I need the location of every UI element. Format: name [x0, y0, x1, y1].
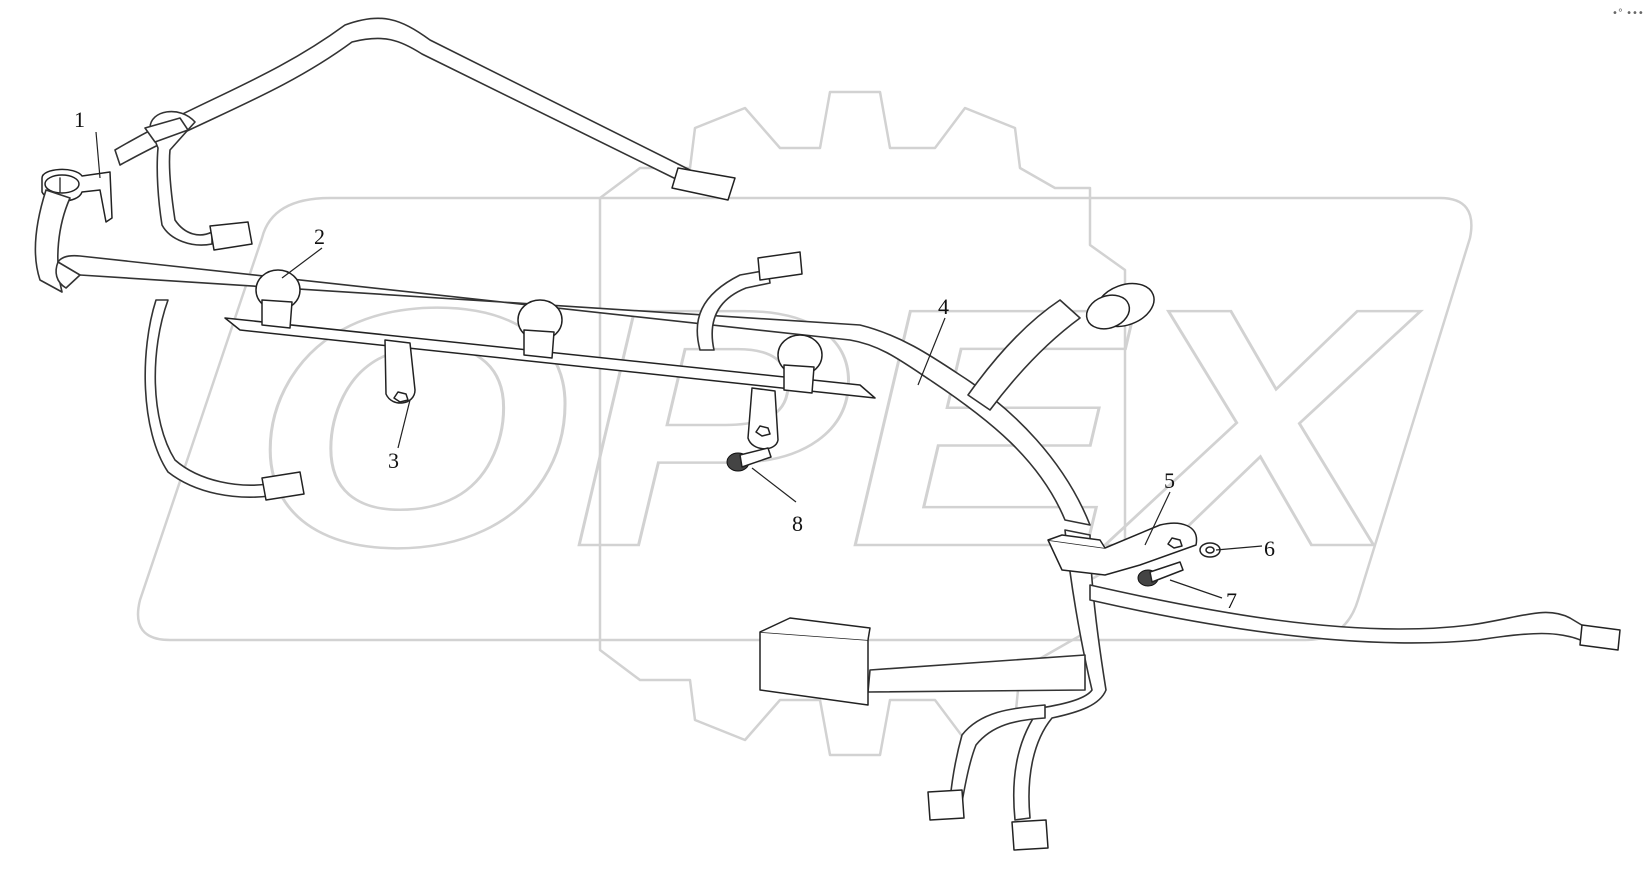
leader-3 [397, 399, 411, 449]
bottom-connector-b [1011, 819, 1049, 851]
lower-left-connector [261, 471, 305, 501]
leader-1 [95, 131, 101, 179]
callout-4: 4 [938, 294, 949, 319]
bottom-connector-a [927, 789, 965, 821]
callout-1: 1 [74, 107, 85, 132]
upper-branch-wire [114, 17, 736, 201]
left-loop-wire [144, 110, 253, 251]
leader-6 [1215, 545, 1263, 551]
callout-3: 3 [388, 448, 399, 473]
center-branch-connector [757, 251, 803, 281]
bolt-8 [726, 447, 772, 472]
callout-5: 5 [1164, 468, 1175, 493]
watermark: OPEX [136, 90, 1473, 757]
leader-2 [281, 247, 323, 279]
washer-6 [1199, 542, 1221, 558]
bracket-5 [1047, 522, 1198, 576]
callouts: 1 2 3 4 5 6 7 8 [74, 107, 1275, 613]
callout-7: 7 [1226, 588, 1237, 613]
main-trunk [34, 189, 1155, 526]
leader-7 [1169, 579, 1223, 599]
clamp-2 [255, 269, 823, 394]
corner-mark: •° ••• [1612, 8, 1644, 19]
callout-6: 6 [1264, 536, 1275, 561]
clip-1 [41, 168, 113, 223]
right-connector [1579, 624, 1621, 651]
callout-8: 8 [792, 511, 803, 536]
lower-trunk [759, 529, 1621, 851]
leader-5 [1144, 491, 1171, 546]
watermark-badge [136, 196, 1473, 642]
upper-branch-connector [671, 167, 736, 201]
leader-lines [95, 131, 1263, 599]
left-loop-connector [209, 221, 253, 251]
callout-2: 2 [314, 224, 325, 249]
bolt-7 [1137, 561, 1184, 587]
large-connector [759, 631, 869, 706]
watermark-text: OPEX [250, 238, 1421, 618]
leader-4 [917, 317, 946, 386]
leader-8 [751, 467, 797, 503]
